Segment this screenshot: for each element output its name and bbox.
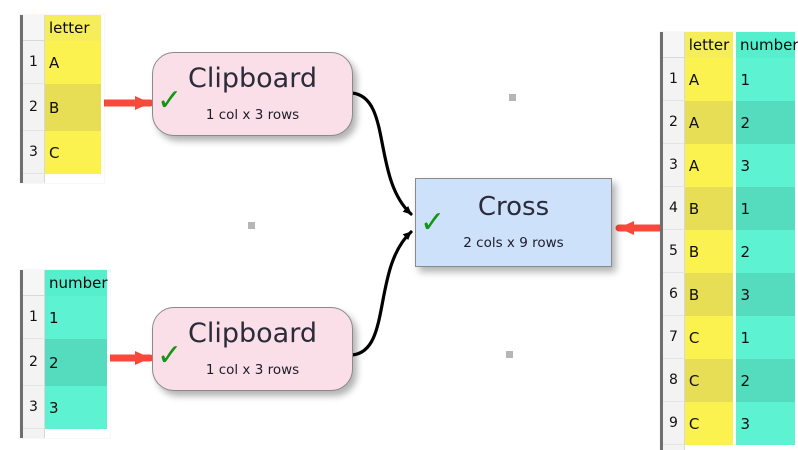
node-title: Clipboard [188,317,317,349]
cell-number[interactable]: 2 [736,359,798,402]
cell-letter[interactable]: A [684,58,737,101]
cell-number[interactable]: 3 [45,386,110,429]
table-row[interactable]: 3 3 [23,386,110,429]
row-number[interactable]: 3 [663,144,685,187]
check-icon: ✓ [157,83,183,118]
cell-letter[interactable]: B [684,187,737,230]
node-subtitle: 1 col x 3 rows [205,362,300,379]
cell-letter[interactable]: C [45,131,104,174]
check-icon: ✓ [420,205,446,240]
row-number[interactable]: 1 [23,296,45,339]
table-row-selected[interactable]: 2 2 [23,339,110,386]
table-row[interactable]: 6 B 3 [663,273,798,316]
row-number[interactable]: 2 [663,101,685,144]
row-number[interactable]: 7 [663,316,685,359]
grid-dot [248,222,255,229]
table-bottom-edge [23,429,110,438]
column-header-letter[interactable]: letter [684,32,736,58]
row-number[interactable]: 1 [663,58,685,101]
cell-letter[interactable]: B [45,84,104,131]
cell-number[interactable]: 3 [736,144,798,187]
cell-number[interactable]: 2 [736,230,798,273]
node-subtitle: 1 col x 3 rows [205,107,300,124]
table-row[interactable]: 1 A 1 [663,58,798,101]
letter-table[interactable]: letter 1 A 2 B 3 C [20,15,104,183]
corner-cell [663,32,685,58]
number-table[interactable]: number 1 1 2 2 3 3 [20,270,110,438]
cell-number[interactable]: 3 [736,273,798,316]
node-title: Cross [477,191,550,222]
cell-letter[interactable]: C [684,316,737,359]
cell-letter[interactable]: B [684,230,737,273]
table-row[interactable]: 9 C 3 [663,402,798,445]
table-header-row: letter [23,15,104,41]
table-header-row: number [23,270,110,296]
cell-number[interactable]: 3 [736,402,798,445]
node-title: Clipboard [188,62,317,94]
cell-number[interactable]: 1 [736,58,798,101]
cell-letter[interactable]: C [684,402,737,445]
node-cross[interactable]: Cross 2 cols x 9 rows [415,178,612,267]
cell-letter[interactable]: B [684,273,737,316]
cell-letter[interactable]: A [684,101,737,144]
grid-dot [506,351,513,358]
corner-cell [23,15,45,41]
table-row[interactable]: 5 B 2 [663,230,798,273]
table-bottom-edge [23,174,104,183]
table-row[interactable]: 7 C 1 [663,316,798,359]
row-number[interactable]: 2 [23,339,45,386]
node-subtitle: 2 cols x 9 rows [463,235,564,252]
row-number[interactable]: 2 [23,84,45,131]
table-header-row: letter number [663,32,798,58]
column-header-letter[interactable]: letter [45,15,104,41]
row-number[interactable]: 9 [663,402,685,445]
row-number[interactable]: 8 [663,359,685,402]
connector-clipboard-bottom-to-cross [350,230,413,357]
node-clipboard-top[interactable]: Clipboard 1 col x 3 rows [152,52,353,136]
grid-dot [509,94,516,101]
node-clipboard-bottom[interactable]: Clipboard 1 col x 3 rows [152,307,353,391]
cell-letter[interactable]: A [684,144,737,187]
row-number[interactable]: 5 [663,230,685,273]
cell-number[interactable]: 2 [45,339,110,386]
column-header-number[interactable]: number [736,32,798,58]
table-row[interactable]: 3 A 3 [663,144,798,187]
table-row[interactable]: 8 C 2 [663,359,798,402]
result-table[interactable]: letter number 1 A 1 2 A 2 3 A 3 4 B 1 5 … [660,32,798,450]
column-header-number[interactable]: number [45,270,110,296]
cell-letter[interactable]: C [684,359,737,402]
row-number[interactable]: 3 [23,131,45,174]
cell-number[interactable]: 1 [736,316,798,359]
table-row[interactable]: 3 C [23,131,104,174]
cell-letter[interactable]: A [45,41,104,84]
corner-cell [23,270,45,296]
cell-number[interactable]: 2 [736,101,798,144]
row-number[interactable]: 3 [23,386,45,429]
row-number[interactable]: 4 [663,187,685,230]
cell-number[interactable]: 1 [736,187,798,230]
row-number[interactable]: 1 [23,41,45,84]
table-row[interactable]: 1 1 [23,296,110,339]
table-row[interactable]: 2 A 2 [663,101,798,144]
table-row-selected[interactable]: 2 B [23,84,104,131]
row-number[interactable]: 6 [663,273,685,316]
table-bottom-edge [663,445,798,450]
table-row[interactable]: 4 B 1 [663,187,798,230]
table-row[interactable]: 1 A [23,41,104,84]
check-icon: ✓ [157,338,183,373]
cell-number[interactable]: 1 [45,296,110,339]
connector-clipboard-top-to-cross [350,91,413,216]
